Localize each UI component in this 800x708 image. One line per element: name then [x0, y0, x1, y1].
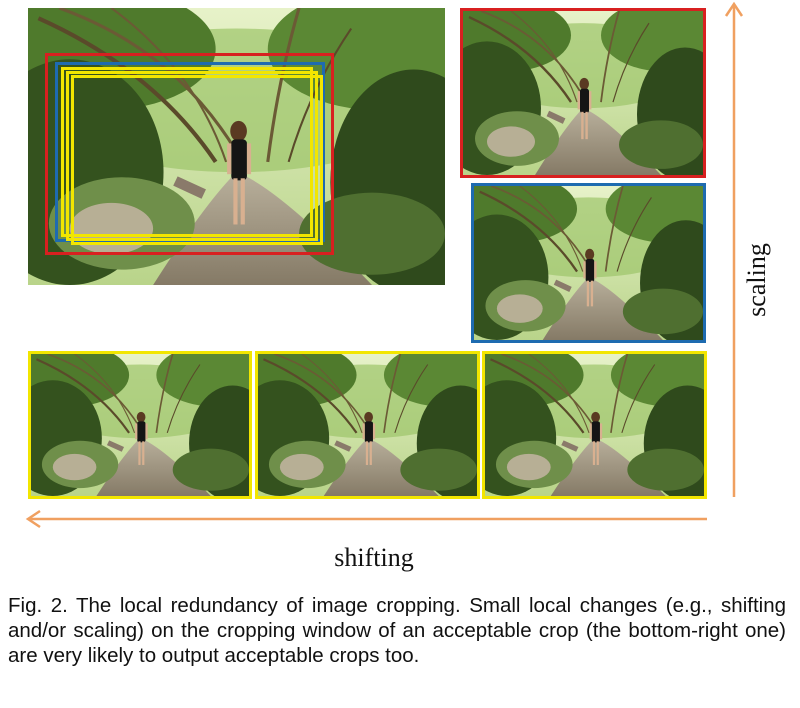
shifting-label: shifting	[334, 543, 414, 572]
forest-path-scene	[474, 186, 703, 340]
forest-path-scene	[258, 354, 477, 496]
red-crop-photo	[460, 8, 706, 178]
forest-path-scene	[31, 354, 249, 496]
scaling-arrow	[724, 1, 744, 497]
forest-path-scene	[28, 8, 445, 285]
yellow-crop-photo-2	[255, 351, 480, 499]
original-photo	[28, 8, 445, 285]
forest-path-scene	[463, 11, 703, 175]
blue-crop-photo	[471, 183, 706, 343]
scaling-label: scaling	[742, 243, 771, 317]
yellow-crop-photo-1	[28, 351, 252, 499]
forest-path-scene	[485, 354, 704, 496]
yellow-crop-photo-3	[482, 351, 707, 499]
figure-caption: Fig. 2. The local redundancy of image cr…	[8, 594, 786, 667]
shifting-arrow	[25, 509, 707, 529]
